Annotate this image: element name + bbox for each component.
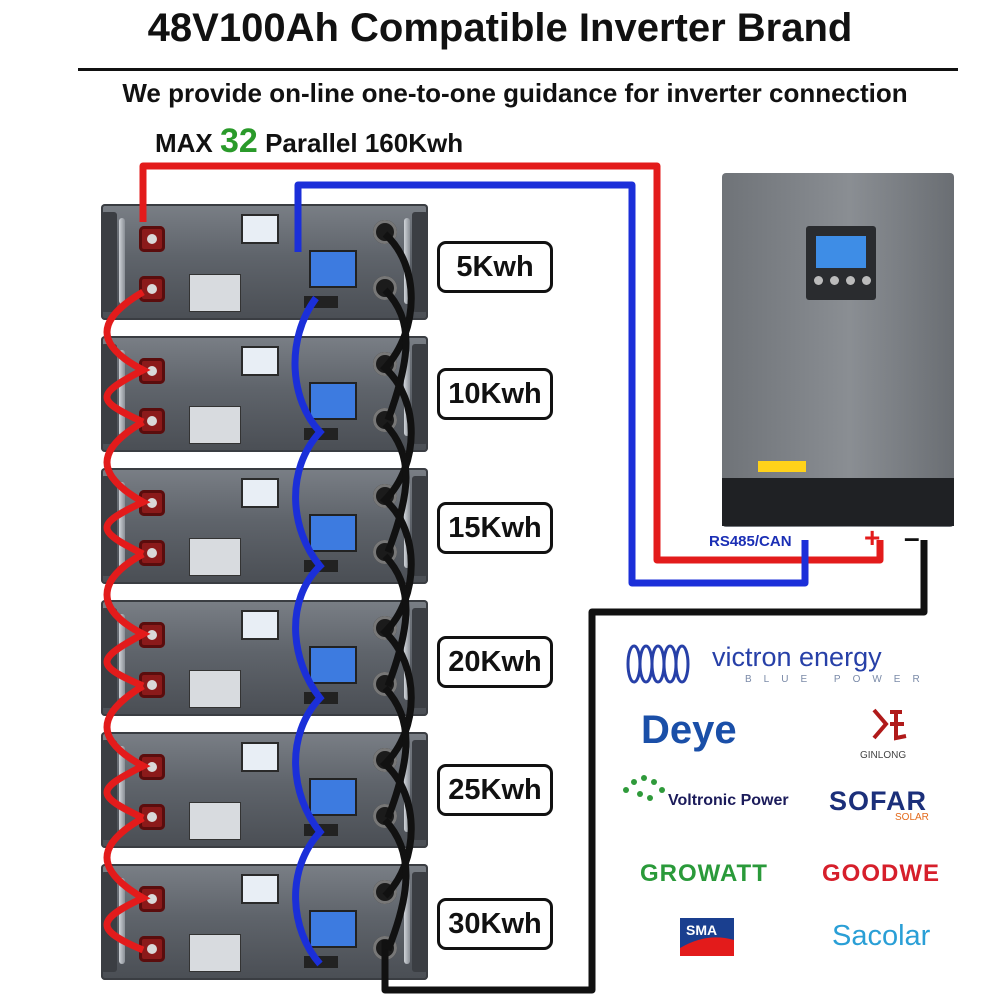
negative-main-cable — [381, 540, 928, 994]
spec-label — [189, 406, 241, 444]
breaker-switch — [241, 214, 279, 244]
ginlong-logo-icon — [866, 706, 910, 742]
sacolar-brand: Sacolar — [832, 920, 931, 952]
capacity-label-3: 15Kwh — [437, 502, 553, 554]
goodwe-brand: GOODWE — [822, 860, 940, 887]
ginlong-brand: GINLONG — [860, 750, 907, 761]
voltronic-logo-icon — [620, 772, 670, 808]
voltronic-brand: Voltronic Power — [668, 792, 789, 809]
sma-logo-icon: SMA — [680, 918, 734, 956]
comm-jumper-cable — [291, 295, 325, 967]
negative-jumper-cable — [379, 231, 415, 899]
spec-label — [189, 802, 241, 840]
parallel-suffix: Parallel 160Kwh — [265, 128, 464, 158]
spec-label — [189, 934, 241, 972]
battery-module-5 — [101, 732, 428, 848]
parallel-prefix: MAX — [155, 128, 213, 158]
bms-display — [309, 382, 357, 420]
caution-label — [758, 461, 806, 472]
spec-label — [189, 538, 241, 576]
bms-display — [309, 910, 357, 948]
deye-brand: Deye — [641, 708, 737, 752]
capacity-label-5: 25Kwh — [437, 764, 553, 816]
spec-label — [189, 670, 241, 708]
page-subtitle: We provide on-line one-to-one guidance f… — [122, 78, 908, 108]
page-title: 48V100Ah Compatible Inverter Brand — [147, 6, 853, 50]
breaker-switch — [241, 742, 279, 772]
positive-terminal — [139, 276, 165, 302]
capacity-label-4: 20Kwh — [437, 636, 553, 688]
inverter-base — [722, 478, 954, 526]
battery-module-2 — [101, 336, 428, 452]
positive-main-cable — [139, 162, 884, 564]
rs485-can-label: RS485/CAN — [709, 533, 792, 550]
breaker-switch — [241, 478, 279, 508]
sofar-tagline: SOLAR — [895, 812, 929, 823]
bms-display — [309, 646, 357, 684]
comm-cable — [294, 181, 809, 587]
positive-terminal — [139, 226, 165, 252]
positive-symbol: + — [864, 522, 881, 553]
battery-module-1 — [101, 204, 428, 320]
positive-terminal — [139, 936, 165, 962]
bms-display — [309, 514, 357, 552]
capacity-label-1: 5Kwh — [437, 241, 553, 293]
victron-logo-icon — [624, 640, 704, 688]
growatt-brand: GROWATT — [640, 860, 768, 887]
capacity-label-2: 10Kwh — [437, 368, 553, 420]
inverter-display — [816, 236, 866, 268]
victron-tagline: BLUE POWER — [745, 674, 932, 685]
sofar-brand: SOFAR — [829, 786, 928, 816]
parallel-count: 32 — [220, 122, 258, 160]
positive-terminal — [139, 886, 165, 912]
negative-symbol: – — [904, 522, 920, 553]
breaker-switch — [241, 874, 279, 904]
title-divider — [78, 68, 958, 71]
breaker-switch — [241, 346, 279, 376]
breaker-switch — [241, 610, 279, 640]
battery-module-3 — [101, 468, 428, 584]
positive-jumper-cable — [103, 288, 151, 954]
spec-label — [189, 274, 241, 312]
sma-brand: SMA — [686, 922, 718, 938]
victron-brand: victron energy — [712, 642, 882, 672]
bms-display — [309, 778, 357, 816]
bms-display — [309, 250, 357, 288]
parallel-capacity-note: MAX 32 Parallel 160Kwh — [155, 122, 463, 161]
capacity-label-6: 30Kwh — [437, 898, 553, 950]
